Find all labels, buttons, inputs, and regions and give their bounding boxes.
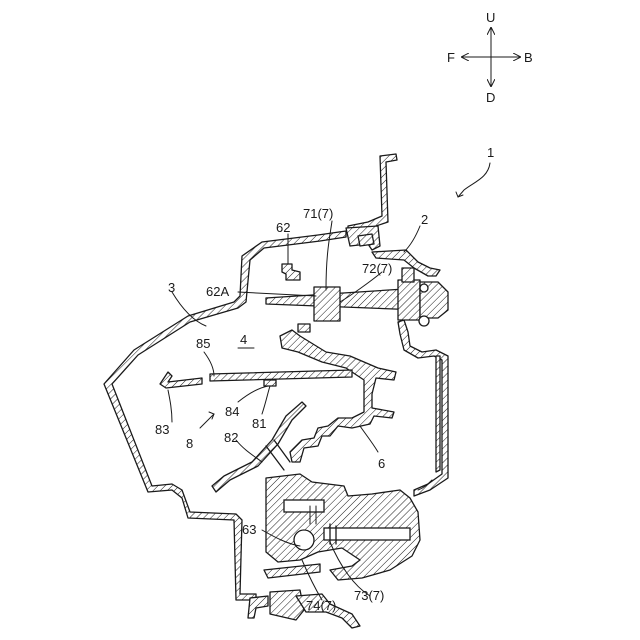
ref-label-74: 74(7) (306, 598, 336, 613)
ref-label-84: 84 (225, 404, 239, 419)
ref-label-62a: 62A (206, 284, 229, 299)
ref-label-2: 2 (421, 212, 428, 227)
ref-label-62: 62 (276, 220, 290, 235)
ref-label-6: 6 (378, 456, 385, 471)
ref-label-1: 1 (487, 145, 494, 160)
ref-label-4: 4 (240, 332, 247, 347)
ref-label-83: 83 (155, 422, 169, 437)
direction-up-label: U (486, 10, 495, 25)
plate-85 (210, 370, 352, 386)
direction-back-label: B (524, 50, 533, 65)
wall-6 (280, 330, 396, 462)
ref-label-71: 71(7) (303, 206, 333, 221)
device-reference-1: 1 (456, 145, 494, 197)
gear-71 (298, 287, 340, 332)
region-4: 4 (238, 332, 254, 348)
ref-label-3: 3 (168, 280, 175, 295)
direction-front-label: F (447, 50, 455, 65)
part-62 (282, 264, 300, 280)
direction-down-label: D (486, 90, 495, 105)
ref-label-73: 73(7) (354, 588, 384, 603)
direction-compass: U D F B (447, 10, 533, 105)
lower-block (266, 474, 420, 580)
fin-83 (160, 372, 202, 388)
ref-label-85: 85 (196, 336, 210, 351)
ref-label-81: 81 (252, 416, 266, 431)
ref-label-8: 8 (186, 436, 193, 451)
ref-label-82: 82 (224, 430, 238, 445)
ref-label-72: 72(7) (362, 261, 392, 276)
top-bracket (346, 154, 397, 250)
ref-label-63: 63 (242, 522, 256, 537)
